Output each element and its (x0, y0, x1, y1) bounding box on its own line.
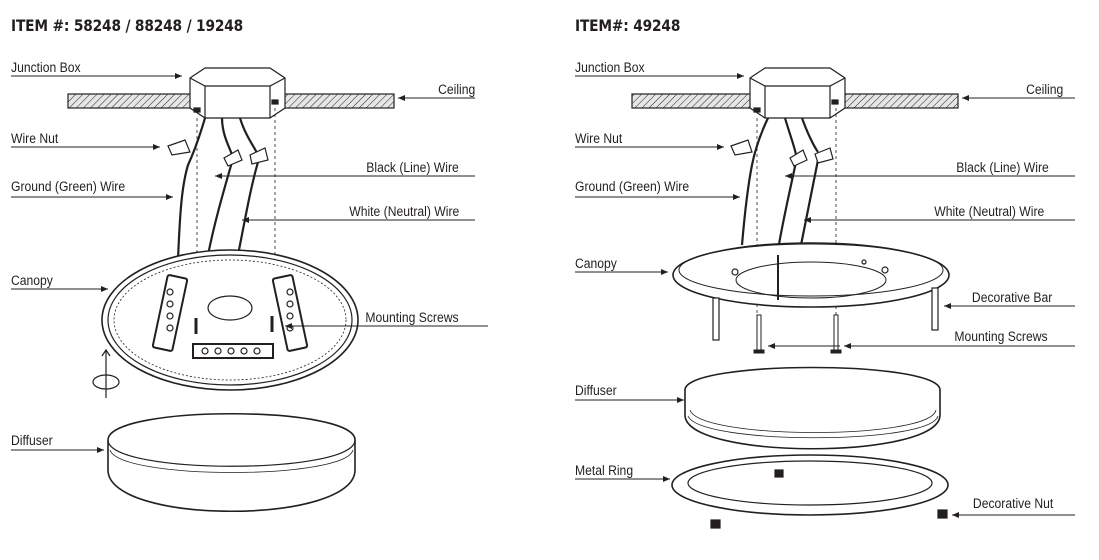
right-decorative-bar-label: Decorative Bar (971, 290, 1052, 305)
left-canopy-label: Canopy (11, 273, 53, 288)
left-wire-nut-label: Wire Nut (11, 131, 59, 146)
left-diffuser-label: Diffuser (11, 433, 53, 448)
right-ceiling-label: Ceiling (1025, 82, 1063, 97)
right-dashed-guides (756, 108, 837, 350)
right-metal-ring (671, 454, 949, 516)
right-junction-box-label: Junction Box (575, 60, 645, 75)
left-junction-box (189, 67, 286, 119)
left-rotate-icon (92, 348, 120, 398)
left-ground-wire-label: Ground (Green) Wire (11, 179, 126, 194)
right-black-wire-label: Black (Line) Wire (956, 160, 1049, 175)
right-diffuser (684, 366, 941, 450)
left-arrows (11, 73, 488, 453)
left-junction-box-label: Junction Box (11, 60, 81, 75)
left-ceiling-label: Ceiling (437, 82, 475, 97)
right-metal-ring-label: Metal Ring (575, 463, 634, 478)
right-arrows (575, 73, 1075, 518)
right-decorative-nuts (710, 509, 948, 529)
left-white-wire-label: White (Neutral) Wire (348, 204, 459, 219)
left-diffuser (107, 412, 356, 512)
right-wire-nuts (730, 139, 834, 167)
right-canopy (672, 242, 950, 308)
right-diffuser-label: Diffuser (575, 383, 617, 398)
right-decorative-nut-label: Decorative Nut (972, 496, 1053, 511)
right-wires (740, 117, 820, 251)
left-wire-nuts (167, 139, 269, 167)
right-canopy-label: Canopy (575, 256, 617, 271)
left-mounting-screws-label: Mounting Screws (365, 310, 459, 325)
left-wires (176, 117, 260, 261)
right-mounting-screws (753, 314, 842, 354)
right-mounting-screws-label: Mounting Screws (954, 329, 1048, 344)
left-canopy (101, 249, 359, 391)
right-decorative-bars (712, 287, 939, 341)
right-wire-nut-label: Wire Nut (575, 131, 623, 146)
right-junction-box (749, 67, 846, 119)
right-ground-wire-label: Ground (Green) Wire (575, 179, 690, 194)
left-black-wire-label: Black (Line) Wire (366, 160, 459, 175)
right-white-wire-label: White (Neutral) Wire (933, 204, 1044, 219)
right-item-title: ITEM#: 49248 (575, 16, 681, 35)
left-item-title: ITEM #: 58248 / 88248 / 19248 (11, 16, 244, 35)
